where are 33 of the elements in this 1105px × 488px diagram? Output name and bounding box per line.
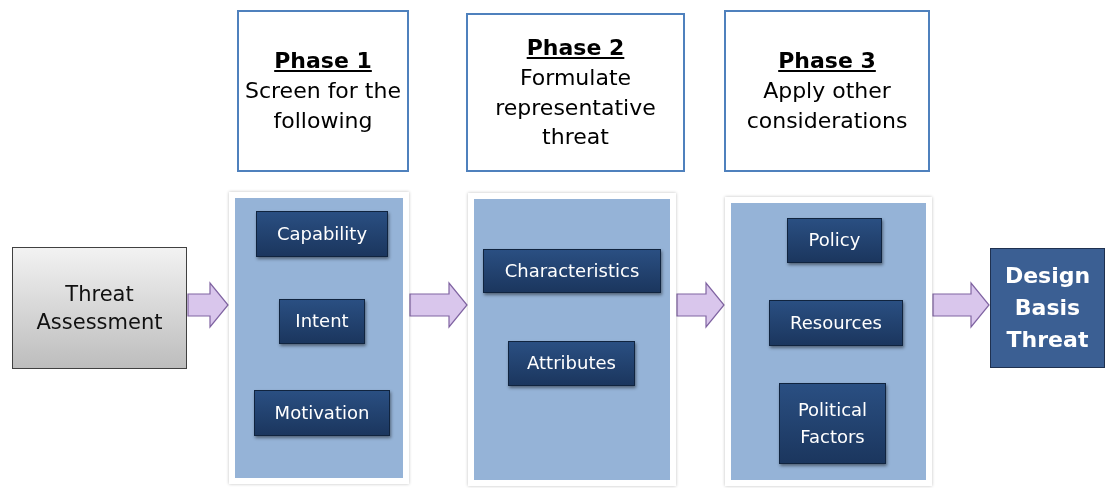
factor-box: [779, 383, 886, 464]
phase-description: Apply other considerations: [745, 77, 909, 135]
block-arrow: [187, 281, 229, 329]
block-arrow: [409, 281, 468, 329]
box-label: Intent: [295, 309, 349, 334]
factor-box: [769, 300, 903, 346]
phase-header-box: [237, 10, 409, 172]
box-label: Design Basis Threat: [1003, 262, 1092, 354]
phase-description: Screen for the following: [244, 77, 402, 135]
phase-header-box: [466, 13, 685, 172]
phase-title: Phase 1: [274, 47, 372, 76]
phase-title: Phase 3: [778, 47, 876, 76]
box-label: Policy: [808, 228, 861, 253]
result-box: [990, 248, 1105, 368]
block-arrow: [932, 281, 990, 329]
box-label: Political Factors: [796, 398, 869, 449]
block-arrow: [676, 281, 725, 329]
factor-box: [256, 211, 388, 257]
box-label: Threat Assessment: [35, 280, 164, 336]
factor-box: [787, 218, 882, 263]
box-label: Resources: [790, 310, 882, 335]
factor-box: [254, 390, 390, 436]
factor-box: [279, 299, 365, 344]
phase-description: Formulate representative threat: [494, 63, 657, 152]
phase-header-box: [724, 10, 930, 172]
box-label: Motivation: [274, 400, 370, 425]
factor-box: [483, 249, 661, 293]
factor-box: [508, 341, 635, 386]
box-label: Attributes: [527, 351, 616, 376]
box-label: Capability: [276, 221, 368, 246]
box-label: Characteristics: [504, 258, 640, 283]
phase-title: Phase 2: [526, 34, 625, 63]
process-box: [12, 247, 187, 369]
